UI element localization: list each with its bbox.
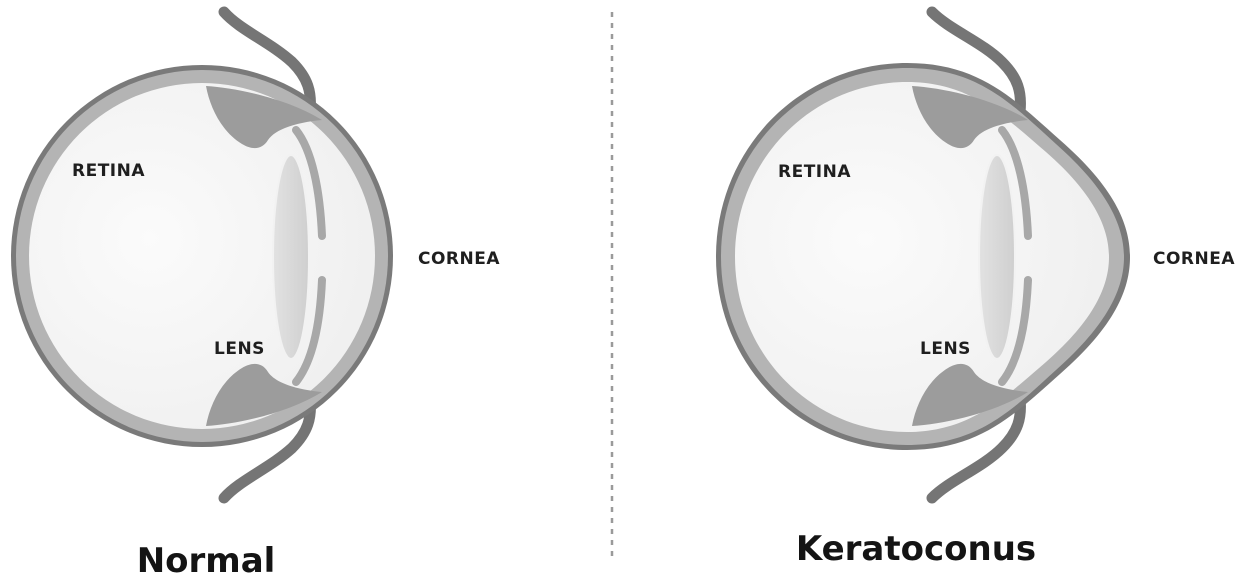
normal-caption: Normal bbox=[137, 541, 276, 576]
normal-vitreous bbox=[29, 83, 375, 429]
keratoconus-lens-label: LENS bbox=[920, 339, 971, 359]
keratoconus-retina-label: RETINA bbox=[778, 162, 851, 182]
normal-cornea-label: CORNEA bbox=[418, 249, 500, 269]
normal-retina-label: RETINA bbox=[72, 161, 145, 181]
keratoconus-caption: Keratoconus bbox=[796, 529, 1036, 569]
normal-lens-label: LENS bbox=[214, 339, 265, 359]
keratoconus-lens bbox=[979, 155, 1015, 359]
keratoconus-eye bbox=[716, 12, 1130, 498]
keratoconus-cornea-label: CORNEA bbox=[1153, 249, 1235, 269]
normal-eye bbox=[11, 12, 393, 498]
normal-lens bbox=[273, 155, 309, 359]
